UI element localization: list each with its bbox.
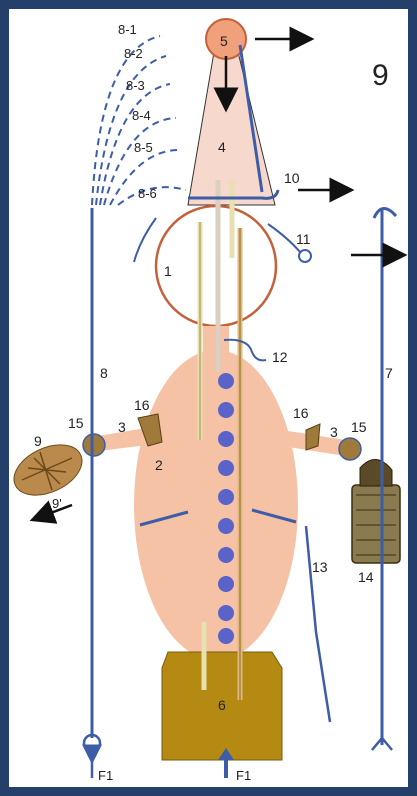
pine-cone-icon [6, 435, 90, 505]
label-11: 11 [296, 231, 311, 247]
label-8: 8 [100, 365, 108, 381]
label-3-left: 3 [118, 419, 126, 435]
label-14: 14 [358, 569, 374, 585]
label-8-3: 8-3 [126, 78, 145, 93]
label-5: 5 [220, 33, 228, 49]
label-7: 7 [385, 365, 393, 381]
label-8-1: 8-1 [118, 22, 137, 37]
figure-number: 9 [372, 59, 389, 92]
carved-honey-block-icon [352, 459, 400, 563]
body-2 [134, 350, 298, 660]
label-1: 1 [164, 263, 172, 279]
joint-right-15 [339, 438, 361, 460]
label-6: 6 [218, 697, 226, 713]
label-4: 4 [218, 139, 226, 155]
label-16-left: 16 [134, 397, 150, 413]
label-9: 9 [34, 433, 42, 449]
label-15-left: 15 [68, 415, 84, 431]
label-15-right: 15 [351, 419, 367, 435]
label-8-4: 8-4 [132, 108, 151, 123]
label-9-prime: 9' [52, 496, 62, 511]
label-16-right: 16 [293, 405, 309, 421]
label-3-right: 3 [330, 424, 338, 440]
label-12: 12 [272, 349, 288, 365]
label-8-5: 8-5 [134, 140, 153, 155]
label-13: 13 [312, 559, 328, 575]
label-10: 10 [284, 170, 300, 186]
label-2: 2 [155, 457, 163, 473]
bracket-right-16 [306, 424, 320, 450]
label-f1-bottom: F1 [236, 768, 251, 783]
label-8-2: 8-2 [124, 46, 143, 61]
label-8-6: 8-6 [138, 186, 157, 201]
joint-left-15 [83, 434, 105, 456]
label-f1-left: F1 [98, 768, 113, 783]
